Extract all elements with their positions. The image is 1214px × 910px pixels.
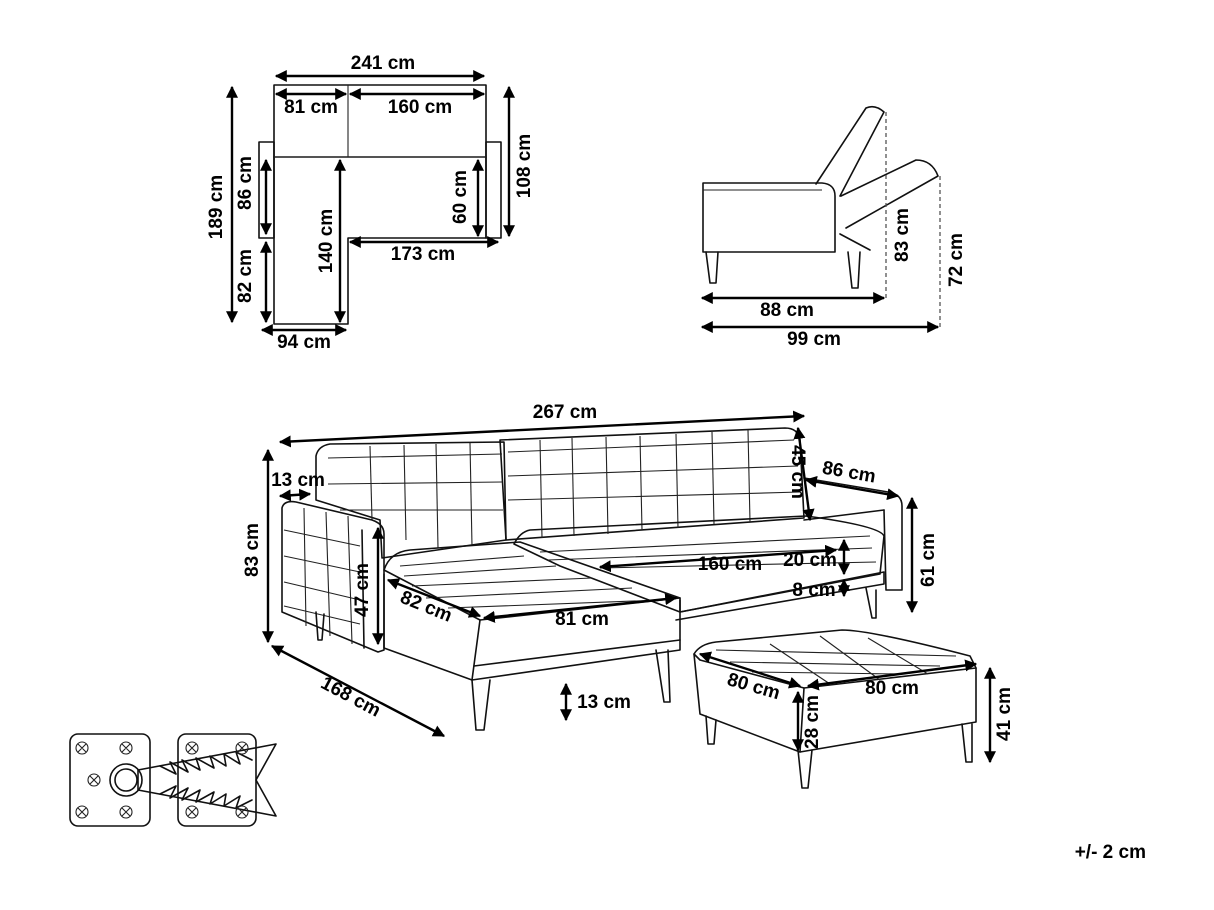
front-depth-168-label: 168 cm <box>317 673 384 722</box>
top-height-82-label: 82 cm <box>235 249 256 303</box>
front-view: 267 cm 13 cm 83 cm 45 cm 86 cm 61 cm 47 … <box>242 402 939 738</box>
ottoman-dimensions <box>698 651 996 764</box>
ottoman-height-28-label: 28 cm <box>802 695 823 749</box>
ottoman-width-80b-label: 80 cm <box>865 678 919 699</box>
top-view-dimensions <box>226 70 515 336</box>
side-height-83-label: 83 cm <box>892 208 913 262</box>
side-width-88-label: 88 cm <box>760 300 814 321</box>
front-base-8-label: 8 cm <box>792 580 835 601</box>
side-height-72-label: 72 cm <box>946 233 967 287</box>
front-leg-13-label: 13 cm <box>577 692 631 713</box>
top-width-241-label: 241 cm <box>351 53 415 74</box>
tolerance-note: +/- 2 cm <box>1075 842 1146 863</box>
connector-bracket-detail <box>69 733 277 827</box>
front-height-47-label: 47 cm <box>352 563 373 617</box>
front-seat-160-label: 160 cm <box>698 554 762 575</box>
front-seat-height-20-label: 20 cm <box>783 550 837 571</box>
screw-heads <box>75 741 249 819</box>
front-chaise-82-label: 82 cm <box>397 587 455 627</box>
front-width-267-label: 267 cm <box>533 402 597 423</box>
front-chaise-81-label: 81 cm <box>555 609 609 630</box>
top-height-86-label: 86 cm <box>235 156 256 210</box>
top-height-60-label: 60 cm <box>450 170 471 224</box>
side-view-outline <box>702 105 939 289</box>
ottoman-outline <box>693 629 977 789</box>
top-height-189-label: 189 cm <box>206 175 227 239</box>
ottoman-height-41-label: 41 cm <box>994 687 1015 741</box>
top-view: 241 cm 81 cm 160 cm 108 cm 189 cm 86 cm … <box>206 53 535 353</box>
front-height-61-label: 61 cm <box>918 533 939 587</box>
front-height-83-label: 83 cm <box>242 523 263 577</box>
front-view-dimensions <box>262 410 918 738</box>
front-back-45-label: 45 cm <box>787 445 808 499</box>
ottoman: 80 cm 80 cm 28 cm 41 cm <box>693 629 1015 789</box>
top-height-140-label: 140 cm <box>316 209 337 273</box>
top-view-outline <box>258 84 502 325</box>
top-width-173-label: 173 cm <box>391 244 455 265</box>
top-height-108-label: 108 cm <box>514 134 535 198</box>
side-width-99-label: 99 cm <box>787 329 841 350</box>
top-width-94-label: 94 cm <box>277 332 331 353</box>
top-width-81-label: 81 cm <box>284 97 338 118</box>
back-tufting <box>327 429 801 549</box>
side-view-dimensions <box>700 292 940 333</box>
front-armrest-13-label: 13 cm <box>271 470 325 491</box>
side-view: 83 cm 72 cm 88 cm 99 cm <box>700 105 967 350</box>
top-width-160-label: 160 cm <box>388 97 452 118</box>
